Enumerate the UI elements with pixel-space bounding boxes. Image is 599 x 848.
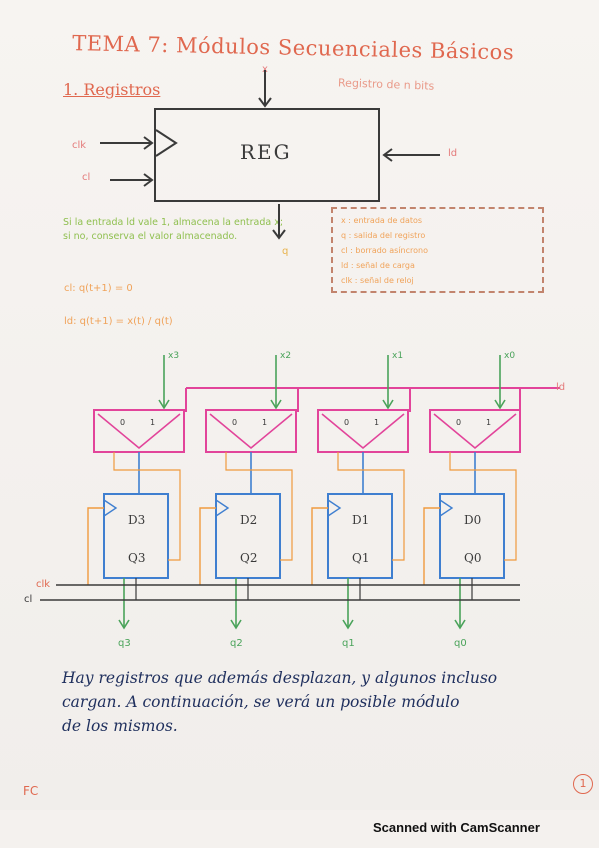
equation-cl: cl: q(t+1) = 0 bbox=[64, 283, 133, 294]
legend-item: q : salida del registro bbox=[341, 231, 426, 240]
legend-item: x : entrada de datos bbox=[341, 216, 423, 225]
notebook-page bbox=[0, 0, 599, 810]
x-input-text: x1 bbox=[392, 351, 403, 361]
equation-ld: ld: q(t+1) = x(t) / q(t) bbox=[64, 316, 173, 327]
handwriting-line: Hay registros que además desplazan, y al… bbox=[62, 669, 498, 687]
output-arrow bbox=[342, 619, 354, 630]
x-input-text: x2 bbox=[280, 351, 291, 361]
scanner-watermark: Scanned with CamScanner bbox=[373, 820, 540, 835]
flipflop-q-label: Q2 bbox=[240, 551, 257, 565]
legend-item: clk : señal de reloj bbox=[341, 276, 414, 285]
output-arrow bbox=[454, 619, 466, 630]
mux-triangle bbox=[97, 413, 181, 450]
flipflop-q-label: Q3 bbox=[128, 551, 145, 565]
mux-triangle bbox=[209, 413, 293, 450]
feedback-wire bbox=[113, 452, 181, 561]
page-number: 1 bbox=[573, 774, 593, 794]
mux-input-0: 0 bbox=[120, 418, 125, 427]
output-arrow bbox=[230, 619, 242, 630]
author-initials: FC bbox=[23, 784, 39, 798]
mux-box bbox=[317, 409, 409, 453]
mux-input-0: 0 bbox=[456, 418, 461, 427]
output-label: q2 bbox=[230, 638, 243, 649]
clock-triangle bbox=[327, 499, 342, 517]
flipflop-d-label: D2 bbox=[240, 513, 257, 527]
mux-input-0: 0 bbox=[232, 418, 237, 427]
feedback-wire bbox=[449, 452, 517, 561]
legend-item: cl : borrado asíncrono bbox=[341, 246, 428, 255]
mux-box bbox=[93, 409, 185, 453]
output-label: q0 bbox=[454, 638, 467, 649]
x-input-arrow bbox=[270, 399, 282, 410]
mux-input-0: 0 bbox=[344, 418, 349, 427]
section-heading: 1. Registros bbox=[63, 80, 161, 99]
mux-input-1: 1 bbox=[150, 418, 155, 427]
legend-box: x : entrada de datos q : salida del regi… bbox=[331, 207, 544, 293]
handwritten-paragraph: Hay registros que además desplazan, y al… bbox=[62, 666, 572, 738]
clk-input-label: clk bbox=[72, 140, 87, 151]
clk-wire bbox=[311, 507, 328, 585]
feedback-wire bbox=[337, 452, 405, 561]
clock-triangle bbox=[215, 499, 230, 517]
x-input-arrow bbox=[494, 399, 506, 410]
legend-item: ld : señal de carga bbox=[341, 261, 415, 270]
clock-triangle bbox=[439, 499, 454, 517]
ld-bus-label: ld bbox=[556, 382, 566, 393]
clk-wire bbox=[423, 507, 440, 585]
clock-triangle bbox=[103, 499, 118, 517]
flipflop-q-label: Q0 bbox=[464, 551, 481, 565]
cl-input-label: cl bbox=[82, 172, 91, 183]
clk-wire bbox=[199, 507, 216, 585]
output-arrow bbox=[118, 619, 130, 630]
cl-bus-label: cl bbox=[24, 594, 33, 605]
register-block bbox=[154, 108, 380, 202]
register-label: REG bbox=[240, 140, 292, 164]
x-input-text: x0 bbox=[504, 351, 515, 361]
mux-box bbox=[429, 409, 521, 453]
mux-input-1: 1 bbox=[262, 418, 267, 427]
clk-wire bbox=[87, 507, 104, 585]
handwriting-line: de los mismos. bbox=[62, 717, 178, 735]
flipflop-d-label: D1 bbox=[352, 513, 369, 527]
x-input-label: x bbox=[262, 64, 268, 75]
mux-triangle bbox=[321, 413, 405, 450]
description-note: Si la entrada ld vale 1, almacena la ent… bbox=[63, 217, 284, 242]
mux-box bbox=[205, 409, 297, 453]
clk-bus-label: clk bbox=[36, 579, 51, 590]
mux-input-1: 1 bbox=[374, 418, 379, 427]
flipflop-d-label: D3 bbox=[128, 513, 145, 527]
flipflop-d-label: D0 bbox=[464, 513, 481, 527]
handwriting-line: cargan. A continuación, se verá un posib… bbox=[62, 693, 460, 711]
flipflop-q-label: Q1 bbox=[352, 551, 369, 565]
x-input-arrow bbox=[158, 399, 170, 410]
output-label: q3 bbox=[118, 638, 131, 649]
mux-input-1: 1 bbox=[486, 418, 491, 427]
feedback-wire bbox=[225, 452, 293, 561]
output-label: q1 bbox=[342, 638, 355, 649]
x-input-arrow bbox=[382, 399, 394, 410]
q-output-label: q bbox=[282, 246, 289, 257]
ld-input-label: ld bbox=[448, 148, 458, 159]
x-input-text: x3 bbox=[168, 351, 179, 361]
mux-triangle bbox=[433, 413, 517, 450]
